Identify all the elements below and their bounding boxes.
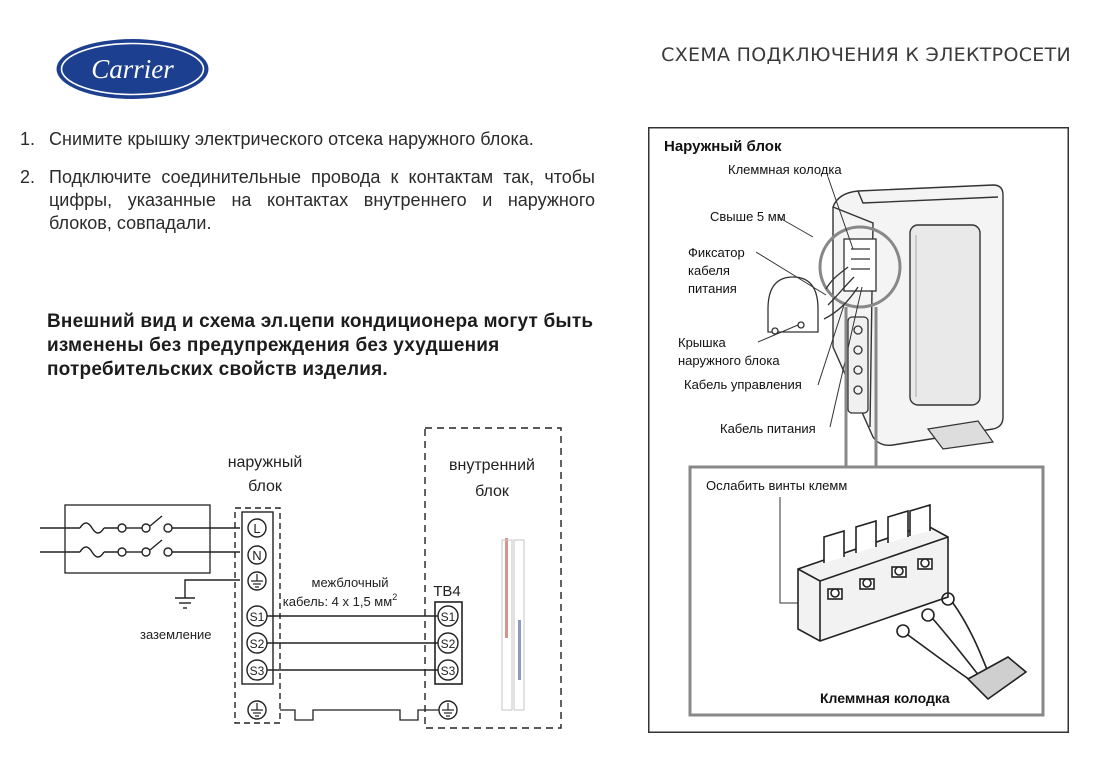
step-number: 1. [20,129,36,149]
warning-note: Внешний вид и схема эл.цепи кондиционера… [47,311,594,380]
carrier-logo: Carrier [56,39,209,99]
label-cover: Крышка [678,335,727,350]
ground-label: заземление [140,627,212,642]
step-item: 2. Подключите соединительные провода к к… [20,166,595,235]
terminal-label: S2 [250,637,265,651]
terminal-label: S3 [441,664,456,678]
label-control-cable: Кабель управления [684,377,802,392]
outdoor-unit-figure: Наружный блок Клеммная колодка Свыше 5 м… [648,127,1069,733]
label-above-5mm: Свыше 5 мм [710,209,786,224]
label-terminal-block: Клеммная колодка [728,162,842,177]
svg-text:кабель: 4 х 1,5 мм2: кабель: 4 х 1,5 мм2 [283,592,397,609]
tb4-label: TB4 [433,583,461,600]
terminal-label: S1 [250,610,265,624]
terminal-label: N [252,548,261,563]
outdoor-label: наружный [228,454,303,471]
label-loosen-screws: Ослабить винты клемм [706,478,847,493]
terminal-L [247,518,267,538]
cable-label: кабель: 4 х 1,5 мм [283,594,392,609]
indoor-label: внутренний [449,457,535,474]
label-fixator: Фиксатор [688,245,745,260]
label-terminal-block-bottom: Клеммная колодка [820,690,950,706]
indoor-label: блок [475,483,510,500]
unit-cover [767,276,819,335]
wire-leads [896,592,1028,701]
step-text: Подключите соединительные провода к конт… [49,167,595,233]
indoor-enclosure [424,427,562,729]
figure-title: Наружный блок [664,138,782,155]
breaker-box [64,504,211,574]
cable-superscript: 2 [392,592,397,602]
label-fixator: кабеля [688,263,730,278]
label-cover: наружного блока [678,353,780,368]
terminal-block-drawing [797,503,949,642]
terminal-label: S2 [441,637,456,651]
cable-label: межблочный [312,575,389,590]
watermark-mark [501,538,525,711]
callout-circle [818,225,902,309]
step-item: 1. Снимите крышку электрического отсека … [20,128,595,151]
step-number: 2. [20,167,36,187]
instruction-steps: 1. Снимите крышку электрического отсека … [20,128,595,250]
label-fixator: питания [688,281,737,296]
label-power-cable: Кабель питания [720,421,816,436]
terminal-label: S1 [441,610,456,624]
terminal-label: L [253,521,260,536]
indoor-terminal-block [434,601,463,685]
wiring-schematic: заземление наружный блок L N S1 S2 S3 ме… [40,427,562,729]
terminal-label: S3 [250,664,265,678]
outdoor-label: блок [248,478,283,495]
terminal-N [247,545,267,565]
logo-text: Carrier [91,54,174,84]
page-title: СХЕМА ПОДКЛЮЧЕНИЯ К ЭЛЕКТРОСЕТИ [661,44,1071,66]
step-text: Снимите крышку электрического отсека нар… [49,129,534,149]
